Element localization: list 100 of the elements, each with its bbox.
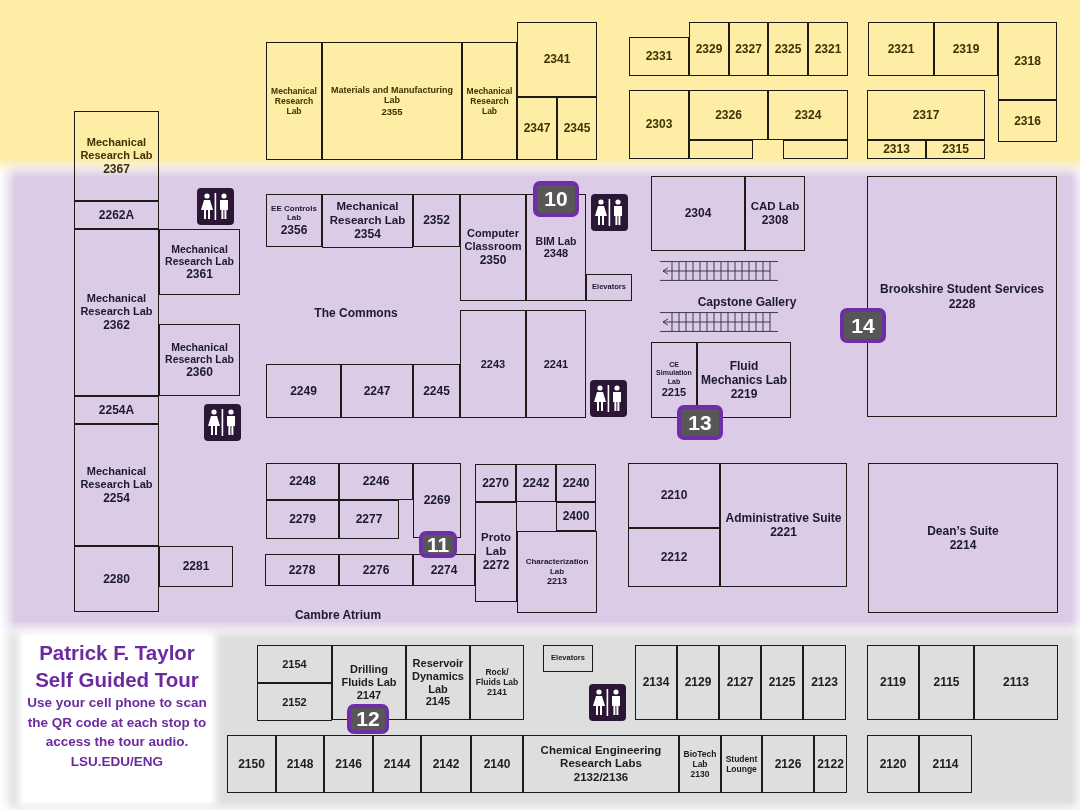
room-box xyxy=(266,500,339,539)
room-label: 2115 xyxy=(933,675,960,690)
room-box xyxy=(339,500,399,539)
room-box xyxy=(586,274,632,301)
room-box xyxy=(266,463,339,500)
room-label: 2248 xyxy=(289,474,316,489)
room-box xyxy=(803,645,846,720)
room-box xyxy=(868,463,1058,613)
stop-number: 13 xyxy=(677,405,723,440)
tour-link: LSU.EDU/ENG xyxy=(70,752,164,771)
room-box xyxy=(516,464,556,502)
room-label: 2274 xyxy=(430,562,458,578)
room-label: 2254A xyxy=(98,402,135,418)
room-box xyxy=(339,554,413,586)
room-label: 2279 xyxy=(289,512,316,527)
room-box xyxy=(421,735,471,793)
room-label: 2347 xyxy=(523,121,551,136)
room-name: Brookshire Student Services xyxy=(879,282,1045,297)
room-label: 2345 xyxy=(563,121,591,136)
room-label: 2321 xyxy=(887,41,915,57)
room-box xyxy=(406,645,470,720)
room-label: 2278 xyxy=(288,562,316,578)
room-label: 2212 xyxy=(660,550,688,565)
room-box xyxy=(471,735,523,793)
room-label: 2269 xyxy=(423,493,451,508)
room-box xyxy=(557,97,597,160)
room-box xyxy=(768,22,808,76)
room-box xyxy=(629,37,689,76)
room-box xyxy=(74,424,159,546)
room-name: Computer Classroom xyxy=(463,227,523,254)
room-box xyxy=(867,140,926,159)
room-label: 2326 xyxy=(715,107,742,123)
room-label: 2240 xyxy=(562,475,590,491)
room-box xyxy=(628,463,720,528)
room-name: Fluid Mechanics Lab xyxy=(700,358,788,388)
room-label: 2242 xyxy=(522,475,550,491)
room-number: 2356 xyxy=(280,222,308,237)
room-name: Chemical Engineering Research Labs xyxy=(539,743,663,771)
room-number: 2219 xyxy=(730,387,758,402)
room-name: Mechanical Research Lab xyxy=(79,464,154,491)
room-box xyxy=(719,645,761,720)
room-label: 2152 xyxy=(282,695,307,709)
room-box xyxy=(74,111,159,201)
room-box xyxy=(159,546,233,587)
room-label: 2315 xyxy=(942,142,969,157)
room-number: 2141 xyxy=(487,687,507,698)
room-box xyxy=(814,735,847,793)
room-number: 2132/2136 xyxy=(573,770,629,785)
room-name: Rock/ Fluids Lab xyxy=(474,667,520,688)
room-number: 2130 xyxy=(690,769,710,779)
room-label: 2276 xyxy=(362,562,390,578)
room-box xyxy=(517,531,597,613)
room-label: 2249 xyxy=(290,383,317,399)
room-box xyxy=(679,735,721,793)
tour-title: Patrick F. Taylor Self Guided Tour xyxy=(34,640,200,693)
room-label: 2341 xyxy=(543,52,571,67)
room-label: 2321 xyxy=(814,41,842,57)
room-outline xyxy=(689,140,753,159)
room-label: 2126 xyxy=(774,756,802,772)
room-box xyxy=(867,735,919,793)
room-box xyxy=(257,683,332,721)
room-box xyxy=(460,310,526,418)
room-name: CAD Lab xyxy=(750,199,800,214)
room-number: 2147 xyxy=(356,689,382,702)
room-box xyxy=(266,194,322,247)
room-box xyxy=(159,324,240,396)
room-label: 2316 xyxy=(1014,113,1041,129)
room-box xyxy=(867,645,919,720)
room-label: 2329 xyxy=(695,41,723,57)
room-box xyxy=(276,735,324,793)
stop-number: 10 xyxy=(533,181,579,217)
room-label: 2150 xyxy=(238,756,265,772)
room-box xyxy=(523,735,679,793)
room-name: BIM Lab xyxy=(535,234,577,248)
area-label: The Commons xyxy=(314,306,398,320)
room-box xyxy=(543,645,593,672)
room-name: Dean’s Suite xyxy=(927,523,999,538)
room-box xyxy=(373,735,421,793)
room-label: 2325 xyxy=(774,41,802,57)
room-label: 2113 xyxy=(1002,675,1029,690)
room-box xyxy=(768,90,848,140)
room-box xyxy=(689,90,768,140)
room-name: Drilling Fluids Lab xyxy=(340,663,398,689)
room-box xyxy=(651,176,745,251)
room-box xyxy=(934,22,998,76)
room-box xyxy=(808,22,848,76)
room-label: 2400 xyxy=(562,509,590,524)
room-box xyxy=(919,735,972,793)
stop-number: 11 xyxy=(419,531,457,558)
room-name: Characterization Lab xyxy=(524,557,590,577)
room-box xyxy=(720,463,847,587)
room-label: 2327 xyxy=(735,41,762,57)
room-outline xyxy=(783,140,848,159)
room-number: 2215 xyxy=(661,385,687,399)
room-box xyxy=(74,229,159,396)
room-label: 2125 xyxy=(768,675,796,690)
room-box xyxy=(74,201,159,229)
room-box xyxy=(628,528,720,587)
room-box xyxy=(517,97,557,160)
room-box xyxy=(745,176,805,251)
